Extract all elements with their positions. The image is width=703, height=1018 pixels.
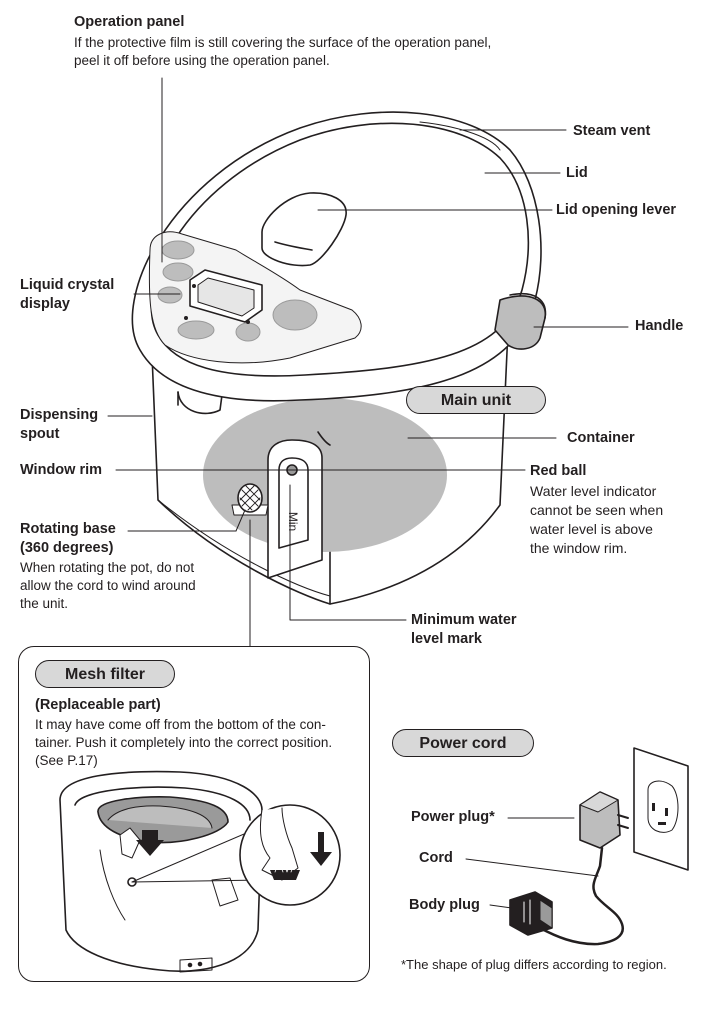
red-ball-label: Red ball (530, 463, 587, 479)
power-cord-drawing (465, 747, 689, 946)
min-marking: Min (286, 511, 301, 532)
rotating-base-note-2: allow the cord to wind around (20, 578, 196, 593)
minimum-water-level-label-1: Minimum water (411, 612, 517, 628)
mesh-filter-subtitle: (Replaceable part) (35, 697, 161, 713)
liquid-crystal-display-label-2: display (20, 296, 70, 312)
power-cord-badge: Power cord (392, 729, 534, 757)
lid-opening-lever-label: Lid opening lever (556, 202, 677, 218)
mesh-filter-panel (18, 646, 370, 982)
mesh-filter-small (231, 483, 269, 516)
lid-opening-lever (261, 192, 347, 267)
container-label: Container (567, 430, 635, 446)
dispensing-spout-label-1: Dispensing (20, 407, 99, 423)
cord-label: Cord (419, 850, 453, 866)
rotating-base-note-3: the unit. (20, 596, 69, 611)
handle-label: Handle (635, 318, 684, 334)
handle-part (494, 293, 547, 350)
minimum-water-level-label-2: level mark (411, 631, 482, 647)
mesh-filter-note-2: tainer. Push it completely into the corr… (35, 735, 333, 750)
mesh-filter-note-3: (See P.17) (35, 753, 98, 768)
power-plug-label: Power plug* (411, 809, 495, 825)
operation-panel-note-1: If the protective film is still covering… (74, 35, 492, 50)
plug-footnote: *The shape of plug differs according to … (401, 957, 667, 972)
operation-panel (148, 231, 362, 364)
red-ball-note-2: cannot be seen when (530, 502, 664, 518)
operation-panel-note-2: peel it off before using the operation p… (74, 53, 330, 68)
container-window (203, 398, 447, 552)
water-gauge (267, 431, 331, 579)
leader-lines (107, 77, 629, 647)
red-ball-note-4: the window rim. (530, 540, 628, 556)
window-rim-label: Window rim (20, 462, 103, 478)
rotating-base-label-1: Rotating base (20, 521, 116, 537)
operation-panel-title: Operation panel (74, 14, 185, 30)
mesh-filter-badge: Mesh filter (35, 660, 175, 688)
liquid-crystal-display-label-1: Liquid crystal (20, 277, 115, 293)
rotating-base-label-2: (360 degrees) (20, 540, 114, 556)
red-ball-note-1: Water level indicator (530, 483, 657, 499)
mesh-filter-note-1: It may have come off from the bottom of … (35, 717, 326, 732)
red-ball-note-3: water level is above (530, 521, 653, 537)
body-plug-label: Body plug (409, 897, 480, 913)
dispensing-spout (177, 391, 223, 415)
mesh-filter-inset-drawing (59, 770, 341, 973)
dispensing-spout-label-2: spout (20, 426, 60, 442)
main-unit-badge: Main unit (406, 386, 546, 414)
rotating-base-note-1: When rotating the pot, do not (20, 560, 195, 575)
steam-vent-label: Steam vent (573, 123, 651, 139)
lid-label: Lid (566, 165, 588, 181)
